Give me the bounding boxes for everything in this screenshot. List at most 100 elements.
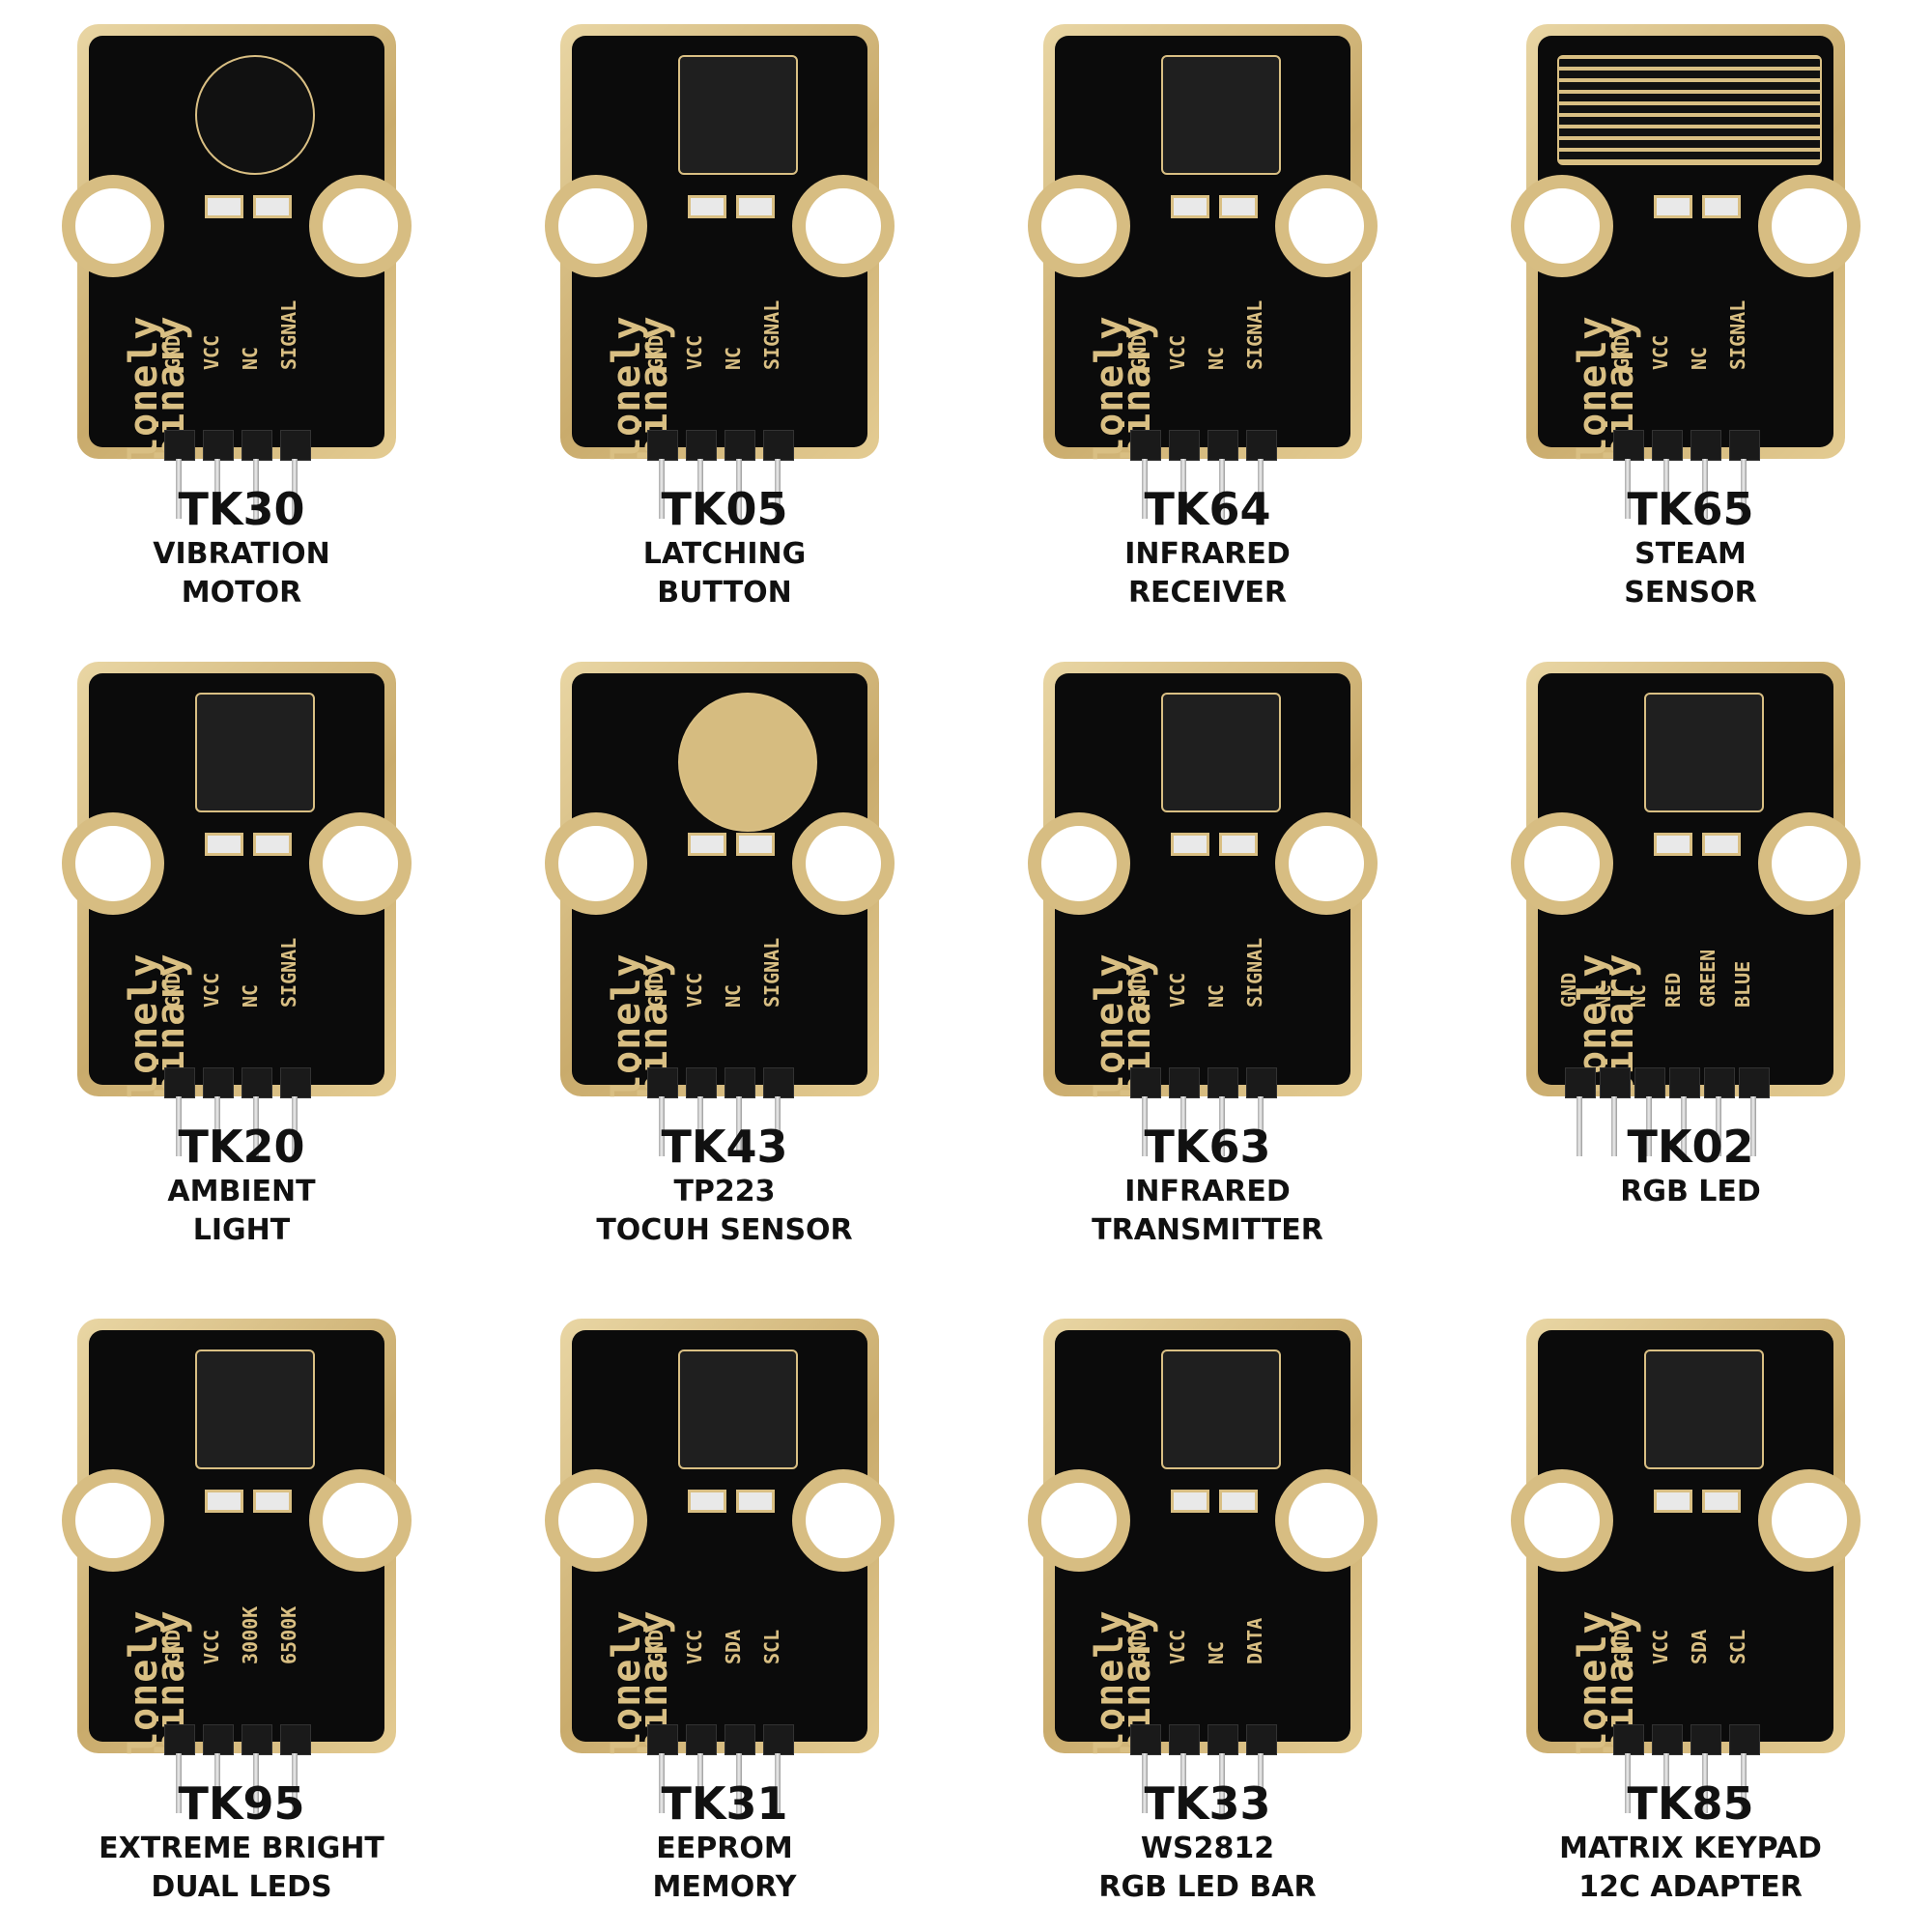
header-pin: [1169, 430, 1200, 519]
pin-label: NC: [722, 983, 745, 1008]
pin-label: GND: [161, 1629, 185, 1664]
module-name-line1: RGB LED: [1620, 1175, 1761, 1208]
pin-label: GND: [644, 1629, 668, 1664]
pin-label: SIGNAL: [760, 937, 783, 1008]
module-code: TK33: [1144, 1777, 1271, 1830]
module-name-line1: EEPROM: [656, 1832, 793, 1865]
module-code: TK31: [661, 1777, 788, 1830]
mounting-hole: [323, 1483, 398, 1558]
pin-label: NC: [1688, 346, 1711, 370]
module-code: TK95: [178, 1777, 305, 1830]
module-name-line1: STEAM: [1634, 537, 1747, 571]
pin-label: NC: [1627, 983, 1650, 1008]
smd-part: [1171, 833, 1209, 856]
pin-label: SIGNAL: [1243, 937, 1266, 1008]
header-pins: [1565, 1067, 1770, 1156]
header-pin: [1729, 1724, 1760, 1813]
pin-label: SCL: [760, 1629, 783, 1664]
pin-labels: GND VCC NC SIGNAL: [644, 937, 807, 1008]
module-name-line1: LATCHING: [642, 537, 807, 571]
header-pin: [164, 430, 195, 519]
pin-label: SIGNAL: [277, 299, 300, 370]
pin-label: GND: [161, 334, 185, 370]
smd-part: [253, 195, 292, 218]
header-pin: [1690, 430, 1721, 519]
mounting-hole: [1289, 188, 1364, 264]
header-pins: [647, 430, 794, 519]
header-pins: [1613, 430, 1760, 519]
mounting-hole: [558, 188, 634, 264]
header-pin: [686, 1724, 717, 1813]
header-pin: [280, 1067, 311, 1156]
module-name-line2: SENSOR: [1624, 576, 1757, 610]
smd-part: [736, 833, 775, 856]
header-pin: [1246, 430, 1277, 519]
module-name-line2: 12C ADAPTER: [1578, 1870, 1803, 1904]
module-name-line1: AMBIENT: [167, 1175, 316, 1208]
pin-label: NC: [1205, 346, 1228, 370]
module-code: TK64: [1144, 483, 1271, 535]
header-pin: [1208, 1724, 1238, 1813]
pin-label: GND: [1127, 334, 1151, 370]
pin-label: VCC: [1166, 334, 1189, 370]
header-pin: [1613, 1724, 1644, 1813]
header-pin: [1652, 430, 1683, 519]
component: [1161, 693, 1281, 812]
mounting-hole: [1041, 1483, 1117, 1558]
pin-label: VCC: [1649, 1629, 1672, 1664]
header-pins: [1130, 1724, 1277, 1813]
mounting-hole: [806, 1483, 881, 1558]
pin-label: 6500K: [277, 1605, 300, 1664]
smd-part: [1219, 1490, 1258, 1513]
module-name-line1: INFRARED: [1124, 1175, 1291, 1208]
pin-label: GND: [1127, 1629, 1151, 1664]
smd-part: [1702, 195, 1741, 218]
component: [1644, 693, 1764, 812]
module-name-line1: WS2812: [1140, 1832, 1275, 1865]
pin-label: VCC: [683, 1629, 706, 1664]
header-pin: [164, 1724, 195, 1813]
pin-label: GND: [1127, 972, 1151, 1008]
pin-label: NC: [239, 983, 262, 1008]
header-pin: [1130, 430, 1161, 519]
smd-part: [253, 833, 292, 856]
pin-label: NC: [1205, 1640, 1228, 1664]
mounting-hole: [1041, 826, 1117, 901]
pin-label: VCC: [1166, 972, 1189, 1008]
pin-label: GND: [644, 972, 668, 1008]
smd-part: [1702, 833, 1741, 856]
pin-label: GND: [1557, 972, 1580, 1008]
pin-label: NC: [722, 346, 745, 370]
smd-part: [1702, 1490, 1741, 1513]
header-pin: [724, 1724, 755, 1813]
header-pins: [647, 1067, 794, 1156]
mounting-hole: [806, 188, 881, 264]
module-name-line1: TP223: [673, 1175, 776, 1208]
smd-part: [688, 1490, 726, 1513]
mounting-hole: [323, 826, 398, 901]
smd-part: [205, 1490, 243, 1513]
mounting-hole: [1772, 1483, 1847, 1558]
pin-label: VCC: [683, 972, 706, 1008]
